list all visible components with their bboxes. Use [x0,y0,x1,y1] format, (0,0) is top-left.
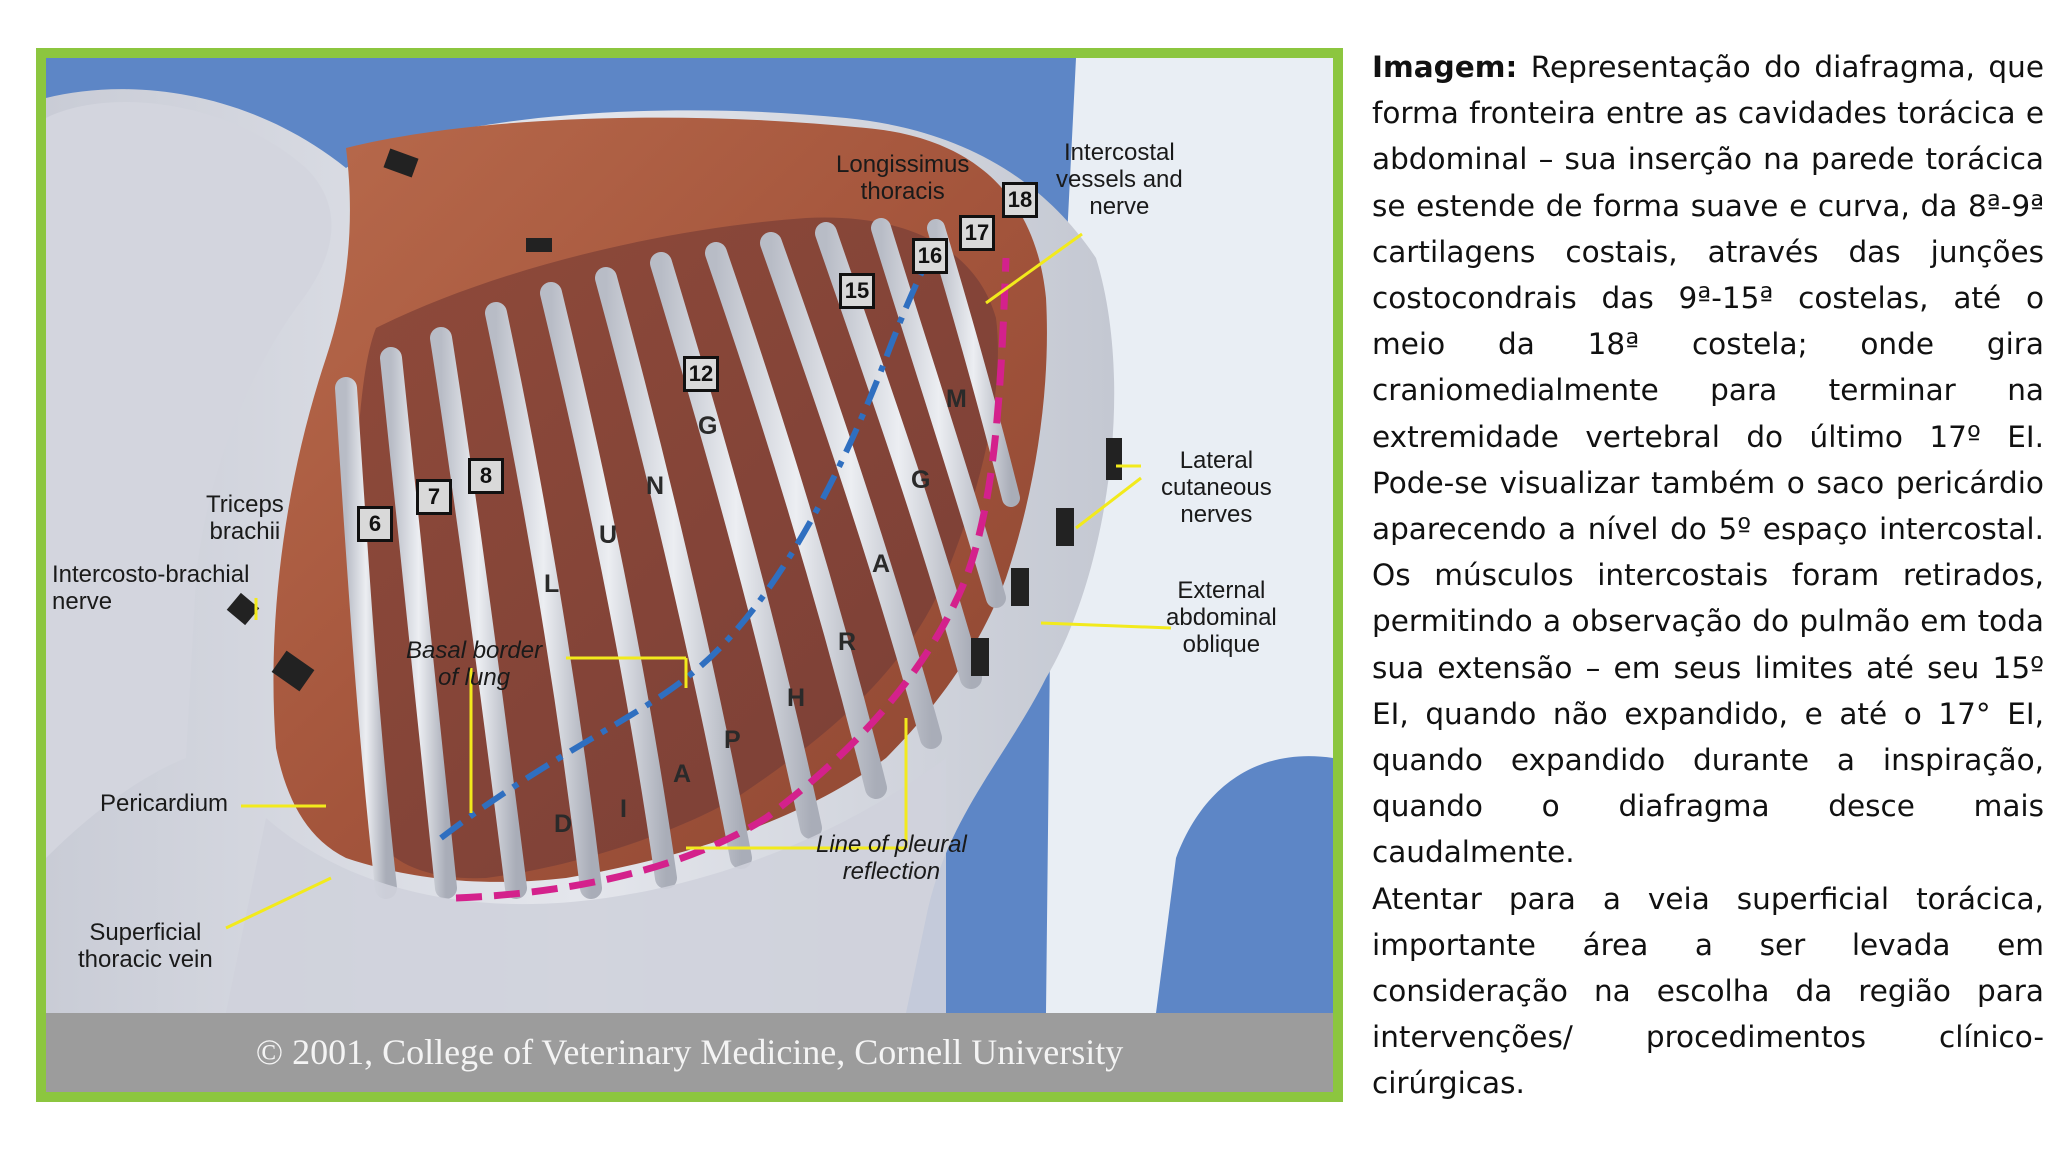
rib-number-17: 17 [959,215,995,251]
lung-letter-l: L [544,570,560,598]
lung-letter-g: G [698,412,718,440]
diaphragm-letter-d: D [554,810,573,838]
rib-number-8: 8 [468,458,504,494]
rib-number-12: 12 [683,356,719,392]
diaphragm-letter-r: R [838,628,857,656]
rib-number-6: 6 [357,506,393,542]
caption-title-colon: : [1505,50,1518,84]
copyright-bar: © 2001, College of Veterinary Medicine, … [46,1013,1333,1092]
horse-thorax-dissection-image [46,58,1333,1092]
caption-body-1: Representação do diafragma, que forma fr… [1372,50,2044,870]
caption-paragraph-2: Atentar para a veia superficial torácica… [1372,876,2044,1107]
rib-number-18: 18 [1002,182,1038,218]
diaphragm-letter-a2: A [872,550,891,578]
diaphragm-letter-g: G [911,466,931,494]
caption-text: Imagem: Representação do diafragma, que … [1372,44,2044,1107]
diaphragm-letter-a: A [673,760,692,788]
label-pericardium: Pericardium [100,790,229,817]
rib-number-7: 7 [416,479,452,515]
caption-body-2: Atentar para a veia superficial torácica… [1372,881,2044,1101]
lung-letter-u: U [599,521,618,549]
lung-letter-n: N [646,472,665,500]
diaphragm-letter-p: P [724,726,741,754]
diaphragm-letter-h: H [787,684,806,712]
rib-number-15: 15 [839,273,875,309]
caption-paragraph-1: Imagem: Representação do diafragma, que … [1372,44,2044,876]
rib-number-16: 16 [912,238,948,274]
diaphragm-letter-i: I [620,795,627,823]
caption-title: Imagem [1372,50,1506,84]
diaphragm-letter-m: M [946,385,967,413]
